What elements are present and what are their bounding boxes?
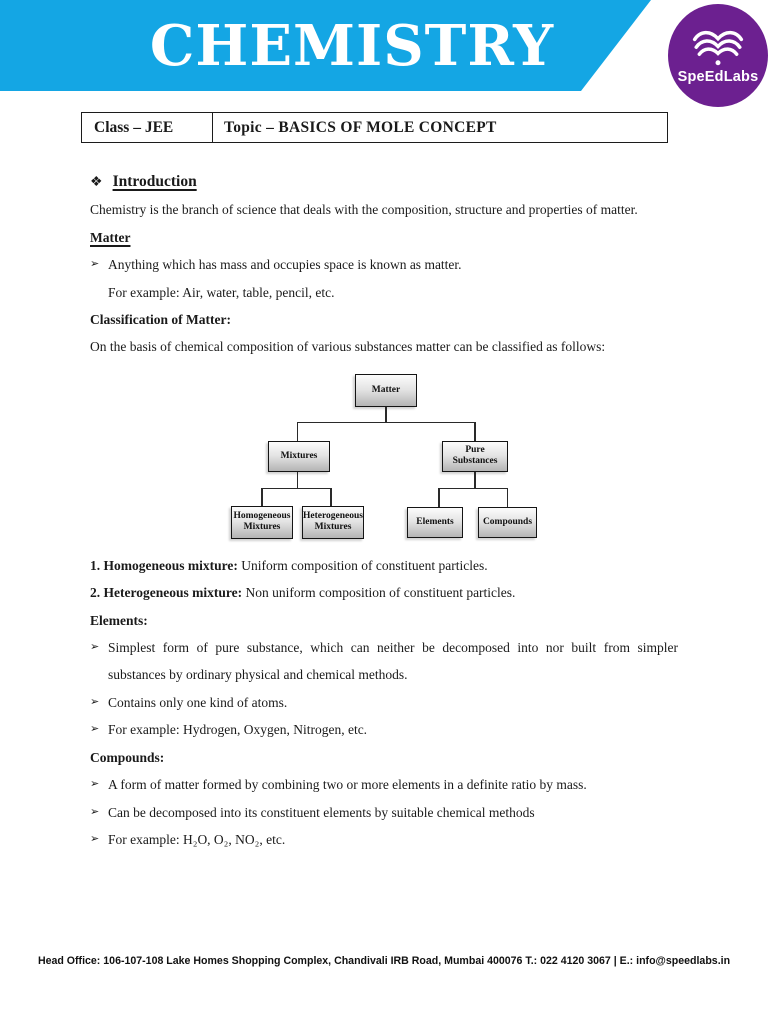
arrow-bullet-icon: ➢ — [90, 695, 100, 708]
connector-line — [296, 471, 298, 489]
definition-lead: 1. Homogeneous mixture: — [90, 557, 238, 573]
compounds-heading: Compounds: — [90, 749, 165, 765]
matter-heading: Matter — [90, 229, 131, 245]
arrow-bullet-icon: ➢ — [90, 258, 100, 271]
compounds-bullet-3: ➢ For example: H₂O, O₂, NO₂, etc. — [90, 826, 678, 853]
arrow-bullet-icon: ➢ — [90, 723, 100, 736]
compounds-bullet-2: ➢ Can be decomposed into its constituent… — [90, 799, 678, 826]
diagram-node-mixtures: Mixtures — [268, 440, 330, 472]
footer-text: Head Office: 106-107-108 Lake Homes Shop… — [37, 955, 731, 967]
elements-bullet-2: ➢ Contains only one kind of atoms. — [90, 689, 678, 716]
arrow-bullet-icon: ➢ — [90, 805, 100, 818]
classification-paragraph: On the basis of chemical composition of … — [90, 339, 606, 355]
topic-cell: Topic – BASICS OF MOLE CONCEPT — [224, 118, 497, 136]
elements-heading: Elements: — [90, 612, 148, 628]
introduction-paragraph: Chemistry is the branch of science that … — [90, 202, 638, 218]
compounds-bullet-1: ➢ A form of matter formed by combining t… — [90, 771, 678, 798]
elements-bullet-3: ➢ For example: Hydrogen, Oxygen, Nitroge… — [90, 716, 678, 743]
info-table: Class – JEE Topic – BASICS OF MOLE CONCE… — [81, 112, 668, 143]
connector-line — [385, 406, 387, 423]
matter-example-line: For example: Air, water, table, pencil, … — [108, 284, 335, 300]
bullet-text: For example: Hydrogen, Oxygen, Nitrogen,… — [108, 722, 368, 738]
connector-line — [296, 421, 298, 441]
definition-text: Uniform composition of constituent parti… — [237, 557, 488, 573]
bullet-text: For example: H₂O, O₂, NO₂, etc. — [108, 831, 286, 847]
diagram-node-compounds: Compounds — [478, 506, 537, 538]
logo-text: SpeEdLabs — [677, 69, 759, 85]
matter-classification-diagram: Matter Mixtures Pure Substances Homogene… — [90, 372, 678, 541]
diagram-node-pure-substances: Pure Substances — [442, 440, 508, 472]
connector-line — [261, 487, 331, 490]
connector-line — [438, 487, 440, 507]
elements-bullet-1: ➢ Simplest form of pure substance, which… — [90, 634, 678, 689]
introduction-heading-row: ❖ Introduction — [90, 168, 678, 196]
classification-heading: Classification of Matter: — [90, 312, 231, 328]
connector-line — [296, 421, 476, 424]
connector-line — [330, 487, 332, 506]
bullet-text: Contains only one kind of atoms. — [108, 694, 288, 710]
content-area: ❖ Introduction Chemistry is the branch o… — [90, 168, 678, 853]
book-icon — [690, 26, 746, 68]
definition-lead: 2. Heterogeneous mixture: — [90, 585, 243, 601]
bullet-text: Anything which has mass and occupies spa… — [108, 257, 462, 273]
speedlabs-logo: SpeEdLabs — [668, 4, 768, 107]
introduction-heading: Introduction — [112, 173, 197, 190]
connector-line — [506, 487, 508, 507]
page-title: CHEMISTRY — [149, 13, 555, 79]
definition-homogeneous: 1. Homogeneous mixture: Uniform composit… — [90, 552, 678, 579]
bullet-text: Simplest form of pure substance, which c… — [108, 640, 678, 683]
definition-heterogeneous: 2. Heterogeneous mixture: Non uniform co… — [90, 579, 678, 606]
header-banner — [0, 0, 651, 91]
connector-line — [474, 471, 476, 489]
connector-line — [261, 487, 263, 506]
bullet-text: A form of matter formed by combining two… — [108, 777, 587, 793]
arrow-bullet-icon: ➢ — [90, 832, 100, 845]
arrow-bullet-icon: ➢ — [90, 641, 100, 654]
diagram-node-heterogeneous-mixtures: Heterogeneous Mixtures — [302, 505, 364, 539]
diamond-bullet-icon: ❖ — [90, 175, 103, 190]
diagram-node-matter: Matter — [355, 373, 417, 407]
definition-text: Non uniform composition of constituent p… — [242, 585, 516, 601]
arrow-bullet-icon: ➢ — [90, 778, 100, 791]
class-cell: Class – JEE — [82, 113, 213, 142]
connector-line — [474, 421, 476, 441]
matter-bullet: ➢ Anything which has mass and occupies s… — [90, 251, 678, 278]
bullet-text: Can be decomposed into its constituent e… — [108, 804, 535, 820]
diagram-node-homogeneous-mixtures: Homogeneous Mixtures — [231, 505, 293, 539]
connector-line — [438, 487, 508, 490]
diagram-node-elements: Elements — [407, 506, 463, 538]
